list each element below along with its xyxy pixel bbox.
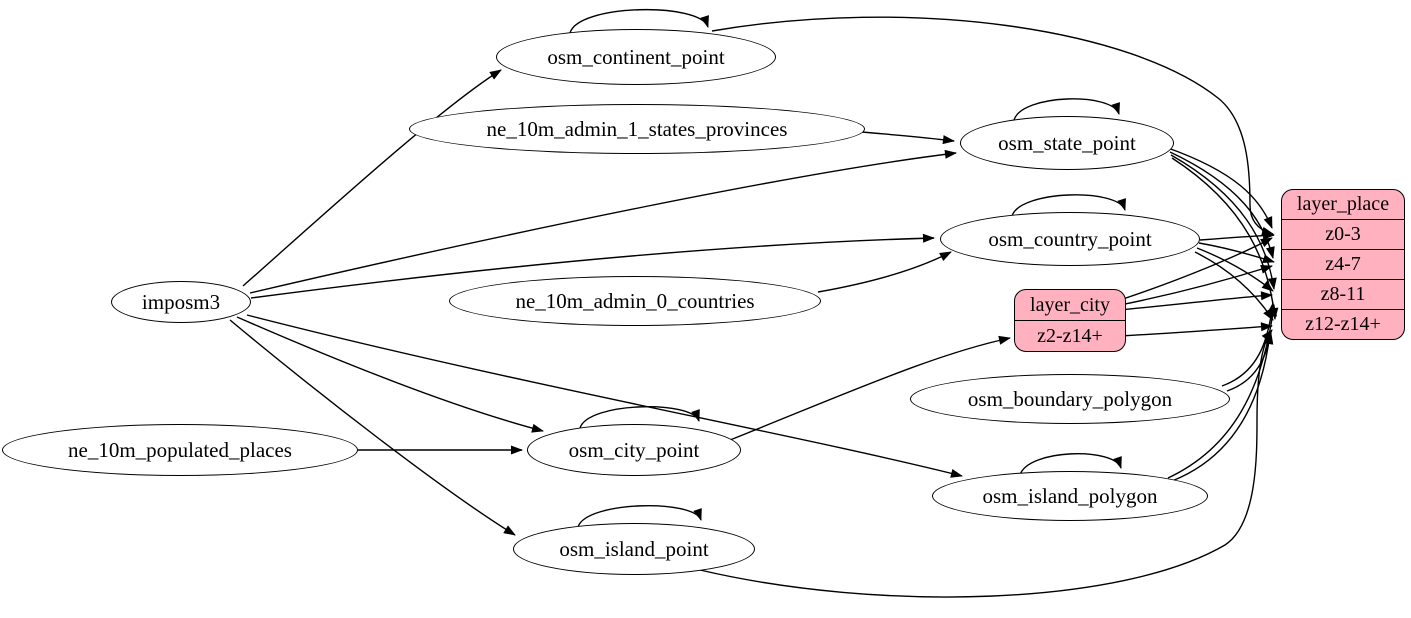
edge-layer_city--layer_place--z4-7	[1119, 264, 1273, 306]
edge-osm_state_point--self	[1013, 98, 1120, 121]
node-imposm3: imposm3	[111, 281, 251, 323]
node-layer-place-row-z8-11: z8-11	[1282, 279, 1404, 309]
edge-layer_city--layer_place--z0-3	[1119, 237, 1273, 301]
node-ne-10m-populated-places: ne_10m_populated_places	[2, 424, 358, 476]
node-osm-boundary-polygon: osm_boundary_polygon	[910, 374, 1230, 424]
edge-imposm3--osm_island_point	[229, 319, 516, 536]
node-imposm3-label: imposm3	[141, 289, 221, 314]
node-osm-island-polygon-label: osm_island_polygon	[982, 483, 1158, 508]
node-layer-place-row-z4-7: z4-7	[1282, 249, 1404, 279]
node-osm-city-point-label: osm_city_point	[568, 437, 700, 462]
edge-osm_country_point--layer_place--z0-3	[1199, 231, 1275, 241]
node-osm-continent-point-label: osm_continent_point	[547, 44, 725, 69]
node-layer-place-title: layer_place	[1296, 193, 1390, 215]
edge-imposm3--osm_city_point	[236, 316, 544, 433]
node-ne-10m-admin-0-countries-label: ne_10m_admin_0_countries	[515, 288, 755, 313]
edge-imposm3--osm_country_point	[250, 233, 935, 299]
edge-imposm3--osm_continent_point	[242, 69, 502, 287]
edge-ne_10m_admin_1_states_provinces--osm_state_point	[861, 131, 955, 145]
node-layer-place-row-z12-z14: z12-z14+	[1282, 309, 1404, 339]
node-osm-country-point: osm_country_point	[940, 212, 1200, 266]
node-osm-island-point: osm_island_point	[513, 523, 755, 575]
node-osm-island-polygon: osm_island_polygon	[932, 471, 1208, 521]
node-ne-10m-admin-1-states-provinces-label: ne_10m_admin_1_states_provinces	[486, 116, 788, 141]
node-osm-island-point-label: osm_island_point	[559, 536, 709, 561]
node-osm-country-point-label: osm_country_point	[988, 226, 1152, 251]
node-osm-continent-point: osm_continent_point	[496, 29, 776, 85]
node-osm-state-point-label: osm_state_point	[998, 130, 1136, 155]
edge-osm_island_polygon--self	[1019, 453, 1122, 476]
node-layer-place: layer_place z0-3 z4-7 z8-11 z12-z14+	[1281, 189, 1405, 340]
edge-osm_island_point--self	[577, 505, 702, 528]
node-osm-city-point: osm_city_point	[527, 424, 741, 476]
node-ne-10m-admin-1-states-provinces: ne_10m_admin_1_states_provinces	[409, 104, 865, 154]
node-ne-10m-admin-0-countries: ne_10m_admin_0_countries	[449, 276, 821, 326]
edge-osm_island_polygon--layer_place--z12-z14	[1171, 332, 1274, 482]
edge-osm_country_point--layer_place--z8-11	[1196, 247, 1274, 292]
edge-osm_continent_point--layer_place--z0-3	[711, 16, 1274, 236]
node-ne-10m-populated-places-label: ne_10m_populated_places	[68, 437, 292, 462]
edge-osm_continent_point--self	[569, 9, 709, 34]
node-osm-boundary-polygon-label: osm_boundary_polygon	[967, 386, 1173, 411]
edge-imposm3--osm_island_polygon	[246, 314, 963, 478]
edge-osm_city_point--layer_city--z2-z14	[729, 335, 1011, 441]
node-layer-place-row-z0-3: z0-3	[1282, 219, 1404, 249]
node-layer-city: layer_city z2-z14+	[1014, 289, 1126, 352]
edge-osm_state_point--layer_place--z0-3	[1167, 147, 1273, 229]
node-osm-state-point: osm_state_point	[960, 116, 1174, 170]
edge-layer_city--layer_place--z8-11	[1119, 291, 1273, 311]
edge-layer_city--layer_place--z12-z14	[1119, 322, 1273, 337]
edge-osm_country_point--self	[1011, 194, 1126, 217]
edge-ne_10m_admin_0_countries--osm_country_point	[817, 251, 952, 293]
edge-imposm3--osm_state_point	[249, 149, 957, 294]
node-layer-city-title: layer_city	[1030, 293, 1110, 316]
edge-osm_city_point--self	[579, 406, 700, 429]
edge-osm_country_point--layer_place--z4-7	[1198, 242, 1275, 263]
node-layer-city-row-z2-z14: z2-z14+	[1015, 320, 1125, 351]
edge-osm_island_point--layer_place--z12-z14	[699, 329, 1273, 598]
